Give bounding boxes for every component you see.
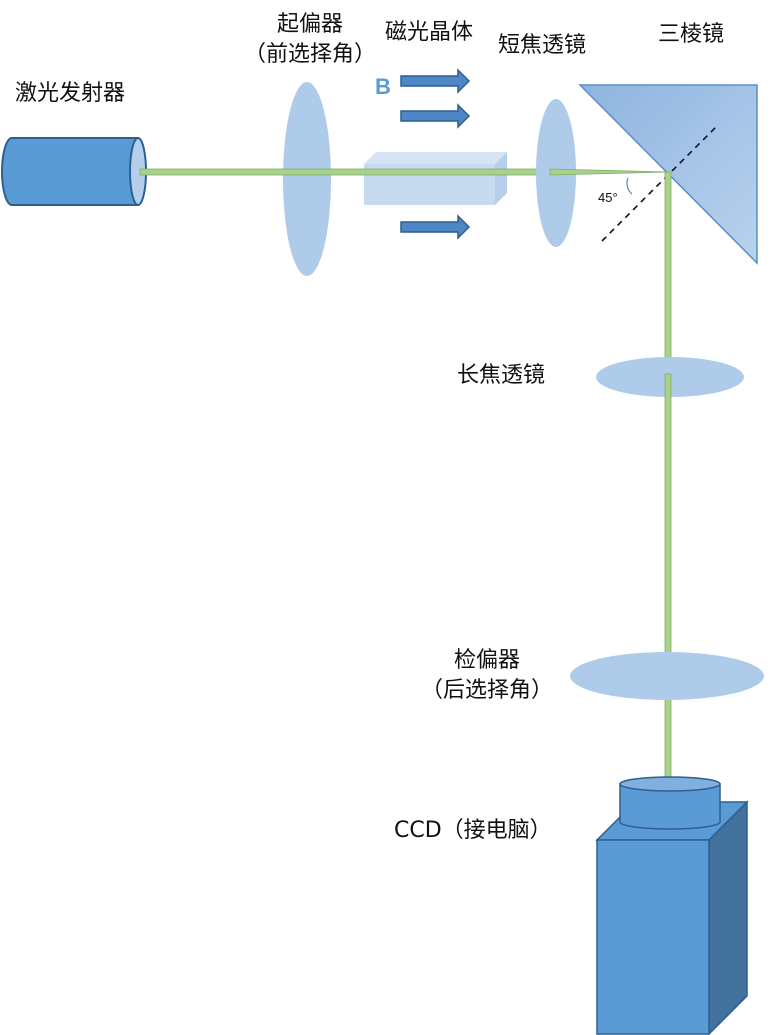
analyzer-label: 检偏器 （后选择角） bbox=[412, 646, 562, 706]
magnetic-field-arrows bbox=[400, 68, 471, 240]
laser-beam-vertical bbox=[664, 373, 672, 785]
polarizer-label: 起偏器 （前选择角） bbox=[235, 10, 385, 70]
ccd-label: CCD（接电脑） bbox=[394, 818, 552, 843]
laser-beam-horizontal bbox=[139, 168, 551, 176]
laser-label: 激光发射器 bbox=[15, 81, 126, 106]
magnetic-field-symbol: B bbox=[375, 74, 391, 99]
angle-arc bbox=[626, 177, 633, 195]
converging-beam bbox=[549, 168, 669, 176]
analyzer-label-line1: 检偏器 bbox=[453, 648, 520, 673]
crystal-label: 磁光晶体 bbox=[385, 20, 474, 45]
polarizer-lens bbox=[283, 82, 331, 276]
laser-emitter bbox=[1, 137, 147, 206]
analyzer-lens bbox=[570, 652, 764, 700]
analyzer-label-line2: （后选择角） bbox=[420, 678, 553, 703]
polarizer-label-line2: （前选择角） bbox=[243, 42, 376, 67]
short-lens-label: 短焦透镜 bbox=[498, 33, 587, 58]
magneto-optic-crystal bbox=[364, 152, 507, 205]
prism-label: 三棱镜 bbox=[658, 22, 725, 47]
reflected-beam-cone bbox=[664, 171, 672, 373]
ccd-camera bbox=[595, 776, 749, 1035]
angle-label: 45° bbox=[598, 190, 618, 205]
normal-dashed-line bbox=[601, 124, 719, 242]
long-lens-label: 长焦透镜 bbox=[457, 363, 546, 388]
polarizer-label-line1: 起偏器 bbox=[276, 12, 343, 37]
